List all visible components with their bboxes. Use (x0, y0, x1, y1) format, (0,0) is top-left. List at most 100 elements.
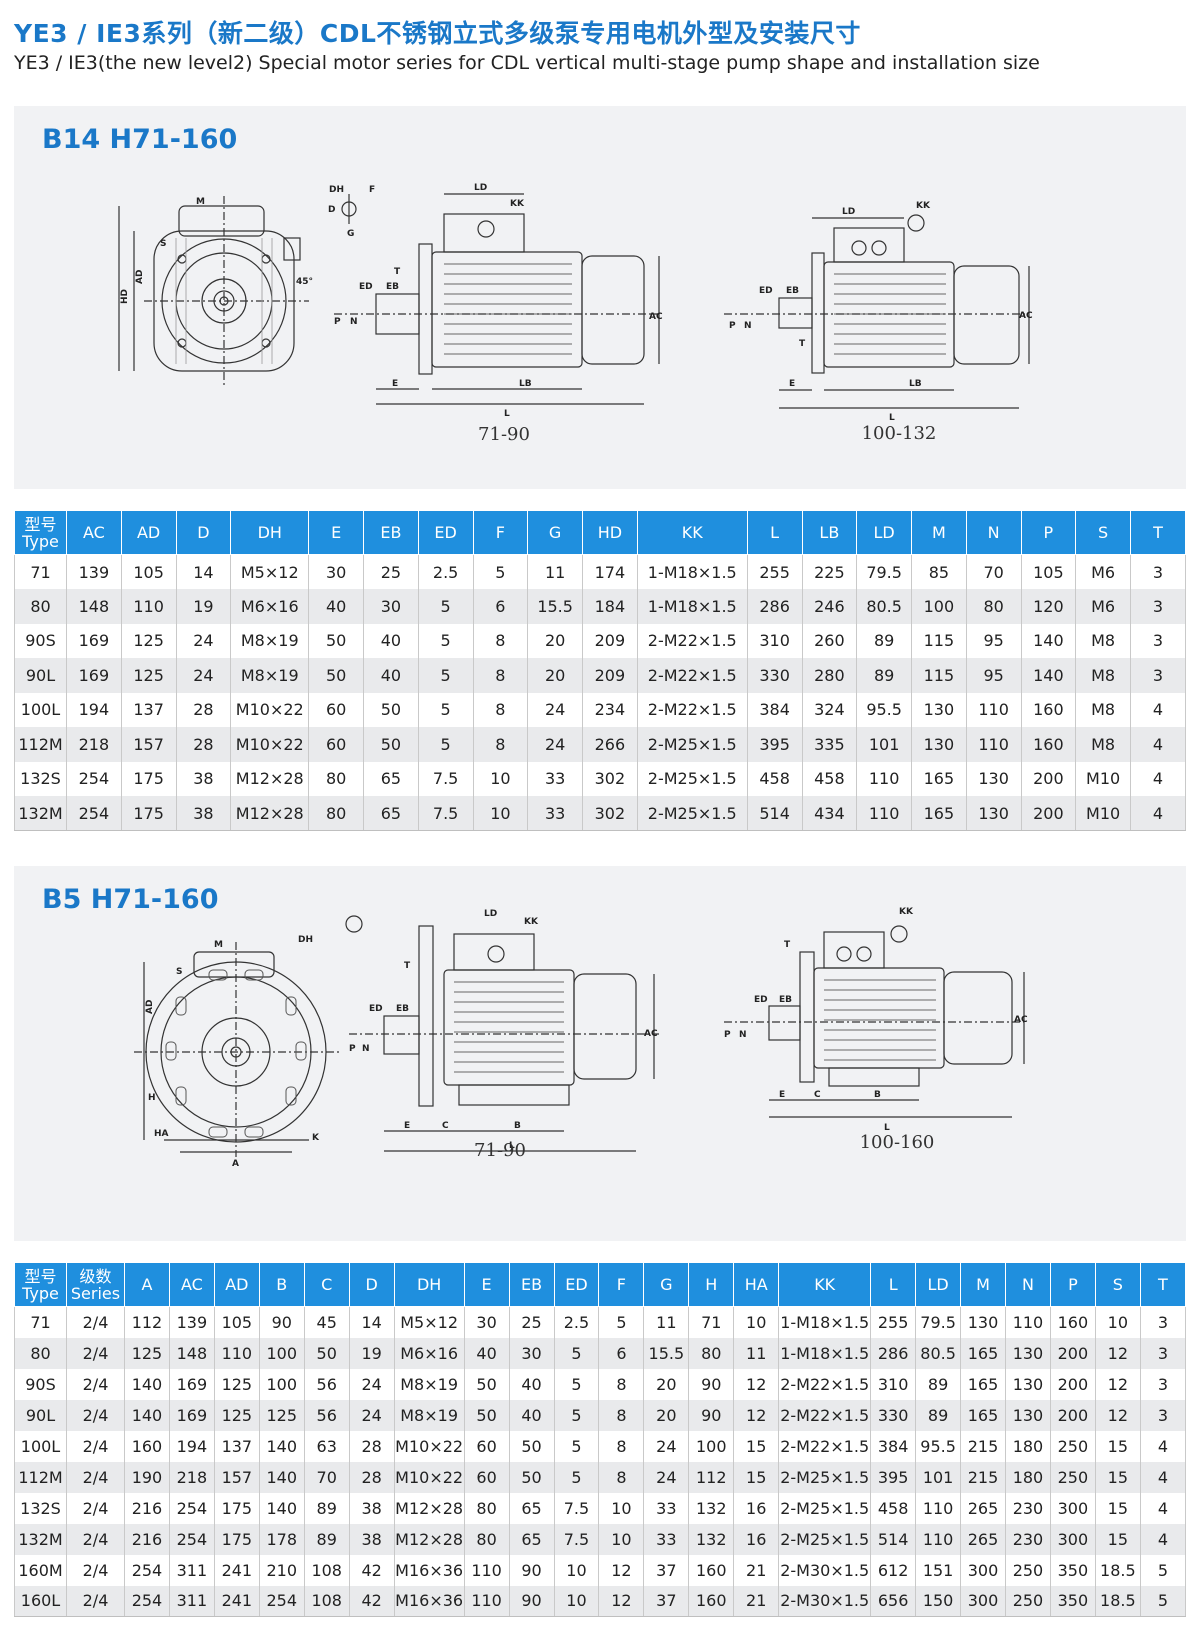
b5-header-ld: LD (915, 1262, 962, 1307)
b5-table-cell: 15 (1094, 1461, 1141, 1493)
b5-table-cell: 12 (1094, 1399, 1141, 1431)
b5-table-cell: 178 (258, 1523, 305, 1555)
b5-table-cell: 200 (1049, 1337, 1096, 1369)
b5-table-cell: 56 (303, 1368, 350, 1400)
b14-table-cell: 2.5 (417, 554, 474, 589)
b5-table-cell: 7.5 (553, 1523, 600, 1555)
b14-header-lb: LB (801, 510, 858, 555)
b5-table-cell: 125 (258, 1399, 305, 1431)
b14-header-s: S (1075, 510, 1131, 555)
b14-table-cell: 15.5 (527, 589, 583, 624)
b14-table-cell: 8 (472, 658, 529, 693)
b5-table-cell: 21 (733, 1554, 780, 1586)
b14-header-kk: KK (636, 510, 748, 555)
b5-table-cell: 25 (508, 1306, 555, 1338)
b5-table-cell: 110 (213, 1337, 260, 1369)
b5-table-cell: 300 (1049, 1492, 1096, 1524)
b5-table-cell: 4 (1139, 1461, 1187, 1493)
b5-front-view-drawing: MS AD HHA AK DHF (114, 902, 344, 1172)
b5-table-cell: 5 (553, 1430, 600, 1462)
b14-table-cell: 71 (14, 554, 67, 589)
b5-table-cell: 6 (598, 1337, 645, 1369)
b14-table-cell: 254 (66, 796, 122, 831)
svg-text:AC: AC (1014, 1015, 1028, 1025)
b14-table-cell: 110 (965, 727, 1022, 762)
b14-table-cell: 165 (911, 761, 967, 796)
b14-table-cell: 5 (417, 589, 474, 624)
b14-table-cell: 2-M22×1.5 (636, 623, 748, 658)
b14-table-cell: 302 (582, 761, 638, 796)
b14-table-cell: 110 (965, 692, 1022, 727)
b5-table-cell: 254 (124, 1585, 170, 1617)
b14-table-cell: M10×22 (230, 692, 310, 727)
b14-header-type: 型号 Type (14, 510, 67, 555)
b5-table-cell: 254 (168, 1492, 215, 1524)
b5-table-cell: 132 (688, 1492, 735, 1524)
b14-table-cell: M10 (1075, 796, 1131, 831)
b14-header-l: L (746, 510, 803, 555)
b5-header-g: G (643, 1262, 690, 1307)
svg-text:T: T (394, 267, 401, 277)
svg-text:E: E (779, 1090, 785, 1100)
svg-text:T: T (799, 339, 806, 349)
b14-table-cell: M8 (1075, 658, 1131, 693)
b14-table-cell: M6 (1075, 589, 1131, 624)
b14-table-cell: 140 (1020, 658, 1077, 693)
b5-table-cell: 160 (688, 1585, 735, 1617)
b14-table-cell: M10×22 (230, 727, 310, 762)
b5-table-cell: 458 (870, 1492, 917, 1524)
b5-table-cell: 45 (303, 1306, 350, 1338)
svg-text:B: B (514, 1121, 521, 1131)
b5-table-cell: 12 (733, 1368, 780, 1400)
b5-table-cell: 4 (1139, 1430, 1187, 1462)
b14-table-cell: 10 (472, 796, 529, 831)
b5-table-cell: 230 (1005, 1523, 1051, 1555)
b5-table-cell: 12 (598, 1585, 645, 1617)
b5-table-cell: 12 (1094, 1337, 1141, 1369)
b5-header-c: C (303, 1262, 350, 1307)
b5-header-dh: DH (393, 1262, 465, 1307)
b5-header-m: M (960, 1262, 1006, 1307)
b5-table-cell: 108 (303, 1585, 350, 1617)
b5-table-cell: 16 (733, 1492, 780, 1524)
b14-table-cell: 209 (582, 658, 638, 693)
b14-table-cell: 24 (527, 692, 583, 727)
svg-text:N: N (350, 317, 358, 327)
svg-text:KK: KK (916, 201, 931, 211)
b14-table-cell: 330 (746, 658, 803, 693)
b14-table-cell: 70 (965, 554, 1022, 589)
b5-table-cell: 90 (688, 1368, 735, 1400)
b5-table-cell: 90 (508, 1585, 555, 1617)
b5-table-cell: 38 (348, 1523, 395, 1555)
b5-header-eb: EB (508, 1262, 555, 1307)
b5-table-cell: 140 (258, 1492, 305, 1524)
b5-table-cell: 15 (733, 1461, 780, 1493)
b14-header-dh: DH (230, 510, 310, 555)
b5-table-cell: 132S (14, 1492, 67, 1524)
svg-text:M: M (196, 197, 205, 207)
b5-table-cell: 130 (1005, 1368, 1051, 1400)
b5-table-cell: 3 (1139, 1399, 1187, 1431)
b5-table-cell: 2/4 (66, 1306, 125, 1338)
b5-table-cell: 10 (1094, 1306, 1141, 1338)
b14-table-cell: 89 (856, 623, 912, 658)
b14-table-cell: 130 (911, 727, 967, 762)
b5-table-cell: 2/4 (66, 1337, 125, 1369)
b5-table-cell: 130 (960, 1306, 1006, 1338)
b5-table-cell: 250 (1049, 1430, 1096, 1462)
b14-table-cell: 95.5 (856, 692, 912, 727)
b14-table-cell: 85 (911, 554, 967, 589)
b14-header-ac: AC (66, 510, 122, 555)
svg-text:K: K (312, 1133, 320, 1143)
b14-header-d: D (175, 510, 232, 555)
svg-text:H: H (148, 1093, 156, 1103)
b5-table-cell: 130 (1005, 1399, 1051, 1431)
b5-table-cell: 10 (733, 1306, 780, 1338)
svg-text:AC: AC (1019, 311, 1033, 321)
b14-table-cell: 90L (14, 658, 67, 693)
b5-table-cell: 15 (733, 1430, 780, 1462)
